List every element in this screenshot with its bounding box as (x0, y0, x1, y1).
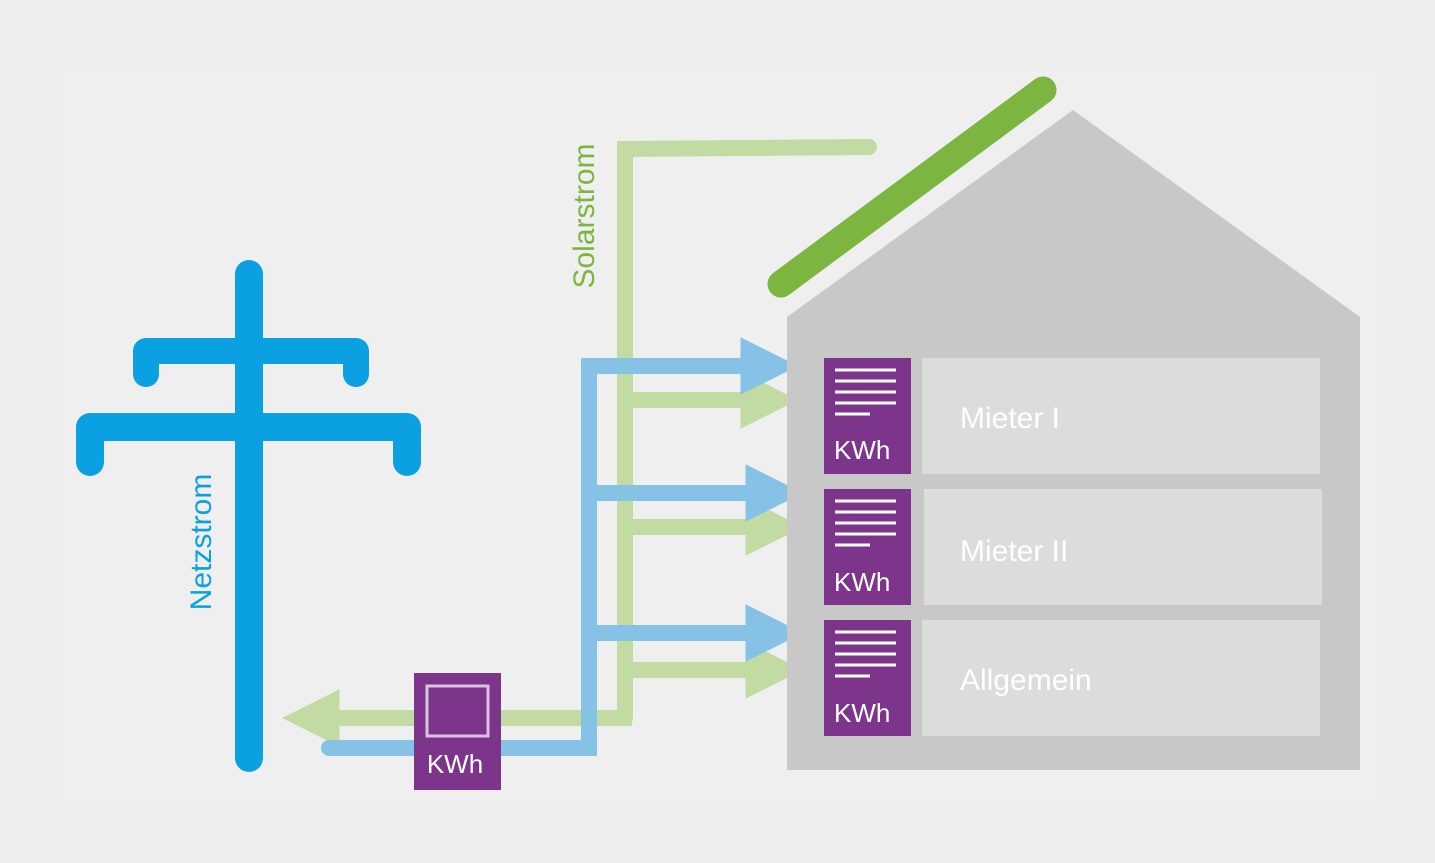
unit-meter-unit: KWh (834, 698, 890, 728)
unit-row: KWh Mieter I (824, 358, 1320, 474)
unit-name: Mieter I (960, 402, 1060, 435)
main-electricity-meter: KWh (414, 673, 501, 790)
unit-meter-unit: KWh (834, 435, 890, 465)
unit-panel (924, 489, 1322, 605)
grid-power-label: Netzstrom (185, 474, 218, 611)
solar-power-label: Solarstrom (568, 143, 601, 288)
solar-panel-icon (767, 76, 1057, 298)
unit-panel (922, 620, 1320, 736)
unit-name: Allgemein (960, 664, 1092, 697)
main-meter-unit: KWh (427, 749, 483, 779)
unit-meter (824, 489, 911, 605)
unit-meter (824, 358, 911, 474)
unit-panel (922, 358, 1320, 474)
unit-name: Mieter II (960, 535, 1068, 568)
pylon-upper-arm (133, 338, 369, 387)
meter-text-lines-icon (835, 630, 896, 678)
pylon-lower-arm (76, 413, 421, 476)
meter-text-lines-icon (835, 368, 896, 416)
main-meter-display (425, 684, 490, 738)
power-pylon-icon (76, 260, 421, 772)
unit-meter (824, 620, 911, 736)
unit-meter-unit: KWh (834, 567, 890, 597)
unit-row: KWh Mieter II (824, 489, 1322, 605)
unit-row: KWh Allgemein (824, 620, 1320, 736)
meter-text-lines-icon (835, 499, 896, 547)
